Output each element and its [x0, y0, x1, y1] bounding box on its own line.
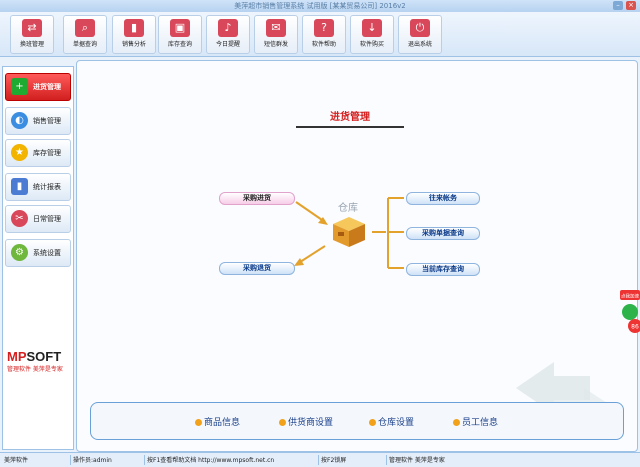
purchase-receipt-query-button[interactable]: 采购单据查询	[406, 227, 480, 240]
status-cell-lock: 按F2锁屏	[318, 455, 346, 465]
toolbar-button-label: 短信群发	[263, 41, 288, 48]
quick-link-label: 仓库设置	[378, 418, 415, 428]
toolbar-button-label: 库存查询	[167, 41, 192, 48]
arrowhead-out	[294, 258, 304, 266]
speed-up-value: 86	[631, 324, 639, 331]
purchase-return-button[interactable]: 采购退货	[219, 262, 295, 275]
brand-logo: MPSOFT	[7, 349, 63, 364]
status-bar: 美萍软件 操作员:admin 按F1查看帮助文档 http://www.mpso…	[0, 452, 640, 467]
speed-up-badge[interactable]: 点我加速 86	[620, 290, 640, 336]
warehouse-box-icon	[333, 217, 365, 247]
toolbar-button-exit[interactable]: ⏻ 退出系统	[398, 15, 442, 54]
toolbar-button-label: 销售分析	[121, 41, 146, 48]
sidebar-item-daily[interactable]: ✂ 日常管理	[5, 205, 71, 233]
toolbar-button-label: 软件购买	[359, 41, 384, 48]
bullet-icon	[279, 419, 286, 426]
stock-box-icon: ▣	[170, 19, 190, 37]
envelope-icon: ✉	[266, 19, 286, 37]
brand-logo-mp: MP	[7, 349, 27, 364]
quick-link-products[interactable]: 商品信息	[195, 415, 240, 428]
status-cell-slogan: 管理软件 美萍是专家	[386, 455, 445, 465]
quick-links-panel: 商品信息 供货商设置 仓库设置 员工信息	[90, 402, 624, 440]
arrowhead-in	[318, 217, 328, 225]
quick-link-label: 员工信息	[462, 418, 499, 428]
quick-link-suppliers[interactable]: 供货商设置	[279, 415, 333, 428]
arrow-in	[295, 201, 326, 223]
current-stock-query-button[interactable]: 当前库存查询	[406, 263, 480, 276]
toolbar-button-label: 今日提醒	[215, 41, 240, 48]
sidebar: + 进货管理 ◐ 销售管理 ★ 库存管理 ▮ 统计报表 ✂ 日常管理 ⚙ 系统设…	[2, 66, 74, 450]
quick-link-label: 供货商设置	[288, 418, 334, 428]
speed-up-label: 点我加速	[621, 293, 639, 300]
help-icon: ?	[314, 19, 334, 37]
sidebar-item-label: 日常管理	[33, 215, 61, 223]
brand-slogan: 管理软件 美萍是专家	[7, 366, 63, 373]
bullet-icon	[369, 419, 376, 426]
sidebar-item-label: 统计报表	[33, 183, 61, 191]
star-icon: ★	[11, 144, 28, 161]
download-icon: ↓	[362, 19, 382, 37]
status-cell-help: 按F1查看帮助文档 http://www.mpsoft.net.cn	[144, 455, 274, 465]
status-cell-operator: 操作员:admin	[70, 455, 112, 465]
globe-icon: ◐	[11, 112, 28, 129]
bullet-icon	[453, 419, 460, 426]
brand-logo-soft: SOFT	[26, 349, 62, 364]
toolbar: ⇄ 换班管理 ⌕ 单据查询 ▮ 销售分析 ▣ 库存查询 ♪ 今日提醒 ✉ 短信群…	[0, 12, 640, 57]
gear-icon: ⚙	[11, 244, 28, 261]
toolbar-button-stock-query[interactable]: ▣ 库存查询	[158, 15, 202, 54]
page-title: 进货管理	[330, 112, 370, 123]
alarm-bell-icon: ♪	[218, 19, 238, 37]
toolbar-button-help[interactable]: ? 软件帮助	[302, 15, 346, 54]
sidebar-item-reports[interactable]: ▮ 统计报表	[5, 173, 71, 201]
status-cell-app: 美萍软件	[4, 457, 29, 464]
user-swap-icon: ⇄	[22, 19, 42, 37]
purchase-in-button[interactable]: 采购进货	[219, 192, 295, 205]
document-search-icon: ⌕	[75, 19, 95, 37]
sidebar-item-sales[interactable]: ◐ 销售管理	[5, 107, 71, 135]
minimize-button[interactable]: –	[613, 1, 623, 10]
window-title: 美萍超市销售管理系统 试用版 [某某贸易公司] 2016v2	[234, 2, 406, 10]
sidebar-item-inventory[interactable]: ★ 库存管理	[5, 139, 71, 167]
toolbar-button-reminders[interactable]: ♪ 今日提醒	[206, 15, 250, 54]
sidebar-item-settings[interactable]: ⚙ 系统设置	[5, 239, 71, 267]
toolbar-button-shift[interactable]: ⇄ 换班管理	[10, 15, 54, 54]
toolbar-button-receipts[interactable]: ⌕ 单据查询	[63, 15, 107, 54]
toolbar-button-sales-analysis[interactable]: ▮ 销售分析	[112, 15, 156, 54]
toolbar-button-sms[interactable]: ✉ 短信群发	[254, 15, 298, 54]
quick-link-warehouse[interactable]: 仓库设置	[369, 415, 414, 428]
toolbar-button-label: 换班管理	[19, 41, 44, 48]
title-bar: 美萍超市销售管理系统 试用版 [某某贸易公司] 2016v2 – ×	[0, 0, 640, 12]
quick-link-staff[interactable]: 员工信息	[453, 415, 498, 428]
bullet-icon	[195, 419, 202, 426]
toolbar-button-label: 单据查询	[72, 41, 97, 48]
toolbar-button-label: 软件帮助	[311, 41, 336, 48]
toolbar-button-label: 退出系统	[407, 41, 432, 48]
bar-chart-icon: ▮	[124, 19, 144, 37]
sidebar-item-label: 库存管理	[33, 149, 61, 157]
sidebar-item-label: 系统设置	[33, 249, 61, 257]
power-icon: ⏻	[410, 19, 430, 37]
arrow-left-icon	[516, 362, 590, 414]
title-divider	[296, 126, 404, 128]
window-controls: – ×	[613, 1, 636, 10]
brand-block: MPSOFT 管理软件 美萍是专家	[7, 349, 63, 373]
toolbar-button-purchase[interactable]: ↓ 软件购买	[350, 15, 394, 54]
tools-icon: ✂	[11, 210, 28, 227]
sidebar-item-purchase[interactable]: + 进货管理	[5, 73, 71, 101]
chart-icon: ▮	[11, 178, 28, 195]
warehouse-label: 仓库	[338, 203, 358, 214]
sidebar-item-label: 销售管理	[33, 117, 61, 125]
accounts-button[interactable]: 往来帐务	[406, 192, 480, 205]
quick-link-label: 商品信息	[204, 418, 241, 428]
sidebar-item-label: 进货管理	[33, 83, 61, 91]
plus-icon: +	[11, 78, 28, 95]
close-button[interactable]: ×	[626, 1, 636, 10]
